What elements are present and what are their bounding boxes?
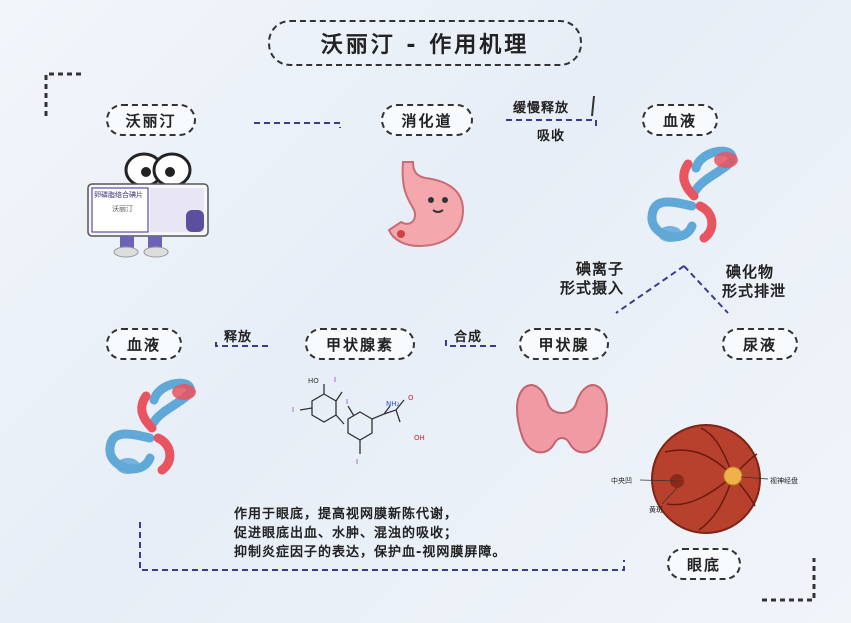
description-line-1: 作用于眼底，提高视网膜新陈代谢， [234, 507, 459, 522]
stomach-illustration [387, 161, 465, 248]
corner-bracket-bottom-right [762, 558, 816, 602]
description-line-3: 抑制炎症因子的表达，保护血-视网膜屏障。 [234, 545, 507, 560]
molecule-iodine-1: I [334, 376, 336, 384]
fundus-label-optic-disc: 视神经盘 [770, 477, 798, 485]
node-thyroid-hormone: 甲状腺素 [305, 328, 415, 360]
node-wolidin: 沃丽汀 [106, 104, 196, 136]
arrow-blood-to-thyroid [615, 265, 685, 314]
corner-bracket-top-left [44, 72, 82, 116]
edge-label-iodide-out-1: 碘化物 [726, 263, 775, 281]
node-blood-top: 血液 [642, 104, 718, 136]
molecule-iodine-2: I [292, 406, 294, 414]
molecule-oh: OH [414, 434, 425, 442]
edge-label-iodide-in-2: 形式摄入 [560, 279, 625, 297]
fundus-illustration [651, 424, 761, 534]
node-urine: 尿液 [722, 328, 798, 360]
molecule-iodine-3: I [346, 398, 348, 406]
edge-label-iodide-in-1: 碘离子 [576, 260, 625, 278]
molecule-ho: HO [308, 377, 319, 385]
drug-box-name: 卵磷脂络合碘片 [94, 191, 143, 199]
molecule-o: O [408, 394, 414, 402]
thyroid-gland-illustration [516, 384, 608, 454]
drug-box-brand: 沃丽汀 [112, 205, 133, 213]
thyroxine-structure: HO NH₂ O OH I I I I [292, 376, 425, 466]
description-text: 作用于眼底，提高视网膜新陈代谢， 促进眼底出血、水肿、混浊的吸收； 抑制炎症因子… [234, 505, 506, 562]
arrow-wolidin-to-digestive [254, 122, 341, 128]
molecule-iodine-4: I [356, 458, 358, 466]
page-title: 沃丽汀 - 作用机理 [268, 20, 582, 66]
node-blood-bottom: 血液 [106, 328, 182, 360]
edge-label-slow-release: 缓慢释放 [513, 101, 570, 116]
node-thyroid: 甲状腺 [519, 328, 609, 360]
drug-box-mascot [87, 152, 209, 258]
edge-label-release: 释放 [224, 330, 253, 345]
fundus-label-fovea: 中央凹 [611, 477, 632, 485]
edge-label-absorb: 吸收 [537, 129, 566, 144]
blood-vessel-top-illustration [647, 146, 738, 243]
node-fundus: 眼底 [667, 548, 741, 580]
edge-label-iodide-out-2: 形式排泄 [722, 282, 787, 300]
description-line-2: 促进眼底出血、水肿、混浊的吸收； [234, 526, 459, 541]
blood-vessel-bottom-illustration [105, 378, 196, 475]
edge-label-synthesize: 合成 [454, 330, 483, 345]
molecule-nh2: NH₂ [386, 400, 400, 408]
node-digestive-tract: 消化道 [381, 104, 473, 136]
fundus-label-macula: 黄斑 [649, 506, 663, 514]
